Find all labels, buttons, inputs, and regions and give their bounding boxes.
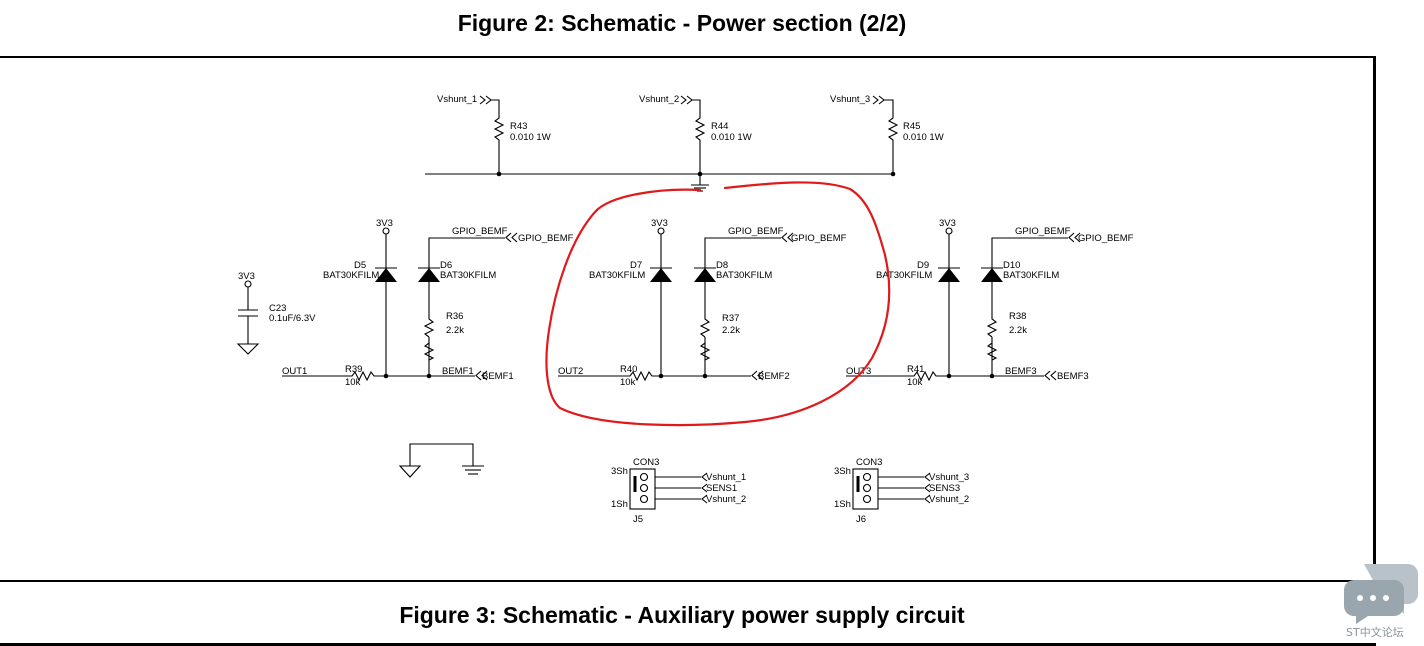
connector-ref: J6 — [856, 514, 866, 525]
connector-net: SENS1 — [706, 483, 737, 494]
connector-net: Vshunt_3 — [929, 472, 969, 483]
supply-label: 3V3 — [651, 218, 668, 229]
bemf-phase-1: 3V3 D5 BAT30KFILM GPIO_BEMF GPIO_BEMF D6… — [282, 218, 574, 388]
gpio-port-label: GPIO_BEMF — [1078, 233, 1134, 244]
connector-part: CON3 — [633, 457, 659, 468]
diode-ref: D6 — [440, 260, 452, 271]
gpio-net-label: GPIO_BEMF — [452, 226, 508, 237]
shunt-ref: R44 — [711, 121, 728, 132]
shunt-value: 0.010 1W — [903, 132, 944, 143]
shunt-net-label: Vshunt_2 — [639, 94, 679, 105]
bemf-port-label: BEMF1 — [482, 371, 514, 382]
resistor-value: 2.2k — [722, 325, 740, 336]
decoupling-capacitor-c23: 3V3 C23 0.1uF/6.3V — [236, 271, 316, 355]
bemf-phase-3: 3V3 D9 BAT30KFILM GPIO_BEMF GPIO_BEMF D1… — [846, 218, 1134, 388]
shunt-ref: R45 — [903, 121, 920, 132]
resistor-ref: R38 — [1009, 311, 1026, 322]
shunt-value: 0.010 1W — [510, 132, 551, 143]
connector-pin-top: 3Sh — [834, 466, 851, 477]
diode-ref: D8 — [716, 260, 728, 271]
bemf-net-label: BEMF1 — [442, 366, 474, 377]
resistor-value: 2.2k — [446, 325, 464, 336]
figure-2-title: Figure 2: Schematic - Power section (2/2… — [457, 10, 907, 36]
diode-part: BAT30KFILM — [716, 270, 772, 281]
diode-ref: D10 — [1003, 260, 1020, 271]
connector-pin-top: 3Sh — [611, 466, 628, 477]
schematic-frame-bottom — [0, 580, 1376, 582]
bemf-port-label: BEMF3 — [1057, 371, 1089, 382]
resistor-value: 2.2k — [1009, 325, 1027, 336]
shunt-ref: R43 — [510, 121, 527, 132]
ground-pair — [398, 443, 484, 478]
supply-label: 3V3 — [939, 218, 956, 229]
resistor-ref: R40 — [620, 364, 637, 375]
signal-ground-icon — [398, 465, 422, 478]
cap-supply-label: 3V3 — [238, 271, 255, 282]
shunt-r44: Vshunt_2 R44 0.010 1W — [639, 94, 752, 174]
figure-3-title: Figure 3: Schematic - Auxiliary power su… — [399, 602, 965, 628]
gpio-net-label: GPIO_BEMF — [1015, 226, 1071, 237]
diode-part: BAT30KFILM — [1003, 270, 1059, 281]
shunt-value: 0.010 1W — [711, 132, 752, 143]
connector-net: Vshunt_2 — [929, 494, 969, 505]
connector-j5: CON3 3Sh 1Sh Vshunt_1 SENS1 Vshunt_2 J5 — [611, 457, 746, 525]
shunt-row: Vshunt_1 R43 0.010 1W Vshunt_2 R44 0.010… — [425, 94, 944, 192]
out-net-label: OUT1 — [282, 366, 307, 377]
resistor-ref: R39 — [345, 364, 362, 375]
bemf-net-label: BEMF3 — [1005, 366, 1037, 377]
resistor-value: 10k — [620, 377, 636, 388]
resistor-value: 10k — [345, 377, 361, 388]
schematic-frame-top — [0, 56, 1376, 58]
connector-ref: J5 — [633, 514, 643, 525]
diode-ref: D7 — [630, 260, 642, 271]
out-net-label: OUT3 — [846, 366, 871, 377]
schematic-frame-bottom-2 — [0, 643, 1376, 646]
connector-pin-bottom: 1Sh — [834, 499, 851, 510]
resistor-ref: R37 — [722, 313, 739, 324]
bemf-phase-2: 3V3 D7 BAT30KFILM GPIO_BEMF GPIO_BEMF D8… — [558, 218, 847, 388]
diode-ref: D5 — [354, 260, 366, 271]
cap-value: 0.1uF/6.3V — [269, 313, 316, 324]
diode-part: BAT30KFILM — [440, 270, 496, 281]
cap-ref: C23 — [269, 303, 286, 314]
gpio-port-label: GPIO_BEMF — [791, 233, 847, 244]
connector-part: CON3 — [856, 457, 882, 468]
supply-label: 3V3 — [376, 218, 393, 229]
connector-net: Vshunt_2 — [706, 494, 746, 505]
connector-net: SENS3 — [929, 483, 960, 494]
diode-part: BAT30KFILM — [323, 270, 379, 281]
resistor-value: 10k — [907, 377, 923, 388]
chat-bubble-icon — [1344, 564, 1418, 624]
diode-part: BAT30KFILM — [589, 270, 645, 281]
diode-part: BAT30KFILM — [876, 270, 932, 281]
bemf-port-label: BEMF2 — [758, 371, 790, 382]
connector-net: Vshunt_1 — [706, 472, 746, 483]
connector-j6: CON3 3Sh 1Sh Vshunt_3 SENS3 Vshunt_2 J6 — [834, 457, 969, 525]
gpio-net-label: GPIO_BEMF — [728, 226, 784, 237]
shunt-r45: Vshunt_3 R45 0.010 1W — [830, 94, 944, 174]
ground-icon — [691, 174, 709, 192]
shunt-r43: Vshunt_1 R43 0.010 1W — [437, 94, 551, 174]
red-highlight-annotation — [545, 181, 891, 427]
shunt-net-label: Vshunt_1 — [437, 94, 477, 105]
ground-icon — [462, 465, 484, 475]
forum-watermark: ST中文论坛 — [1342, 562, 1420, 646]
out-net-label: OUT2 — [558, 366, 583, 377]
watermark-label: ST中文论坛 — [1346, 626, 1404, 639]
resistor-ref: R41 — [907, 364, 924, 375]
gpio-port-label: GPIO_BEMF — [518, 233, 574, 244]
diode-ref: D9 — [917, 260, 929, 271]
shunt-net-label: Vshunt_3 — [830, 94, 870, 105]
connector-pin-bottom: 1Sh — [611, 499, 628, 510]
schematic-frame-right — [1373, 56, 1376, 582]
resistor-ref: R36 — [446, 311, 463, 322]
